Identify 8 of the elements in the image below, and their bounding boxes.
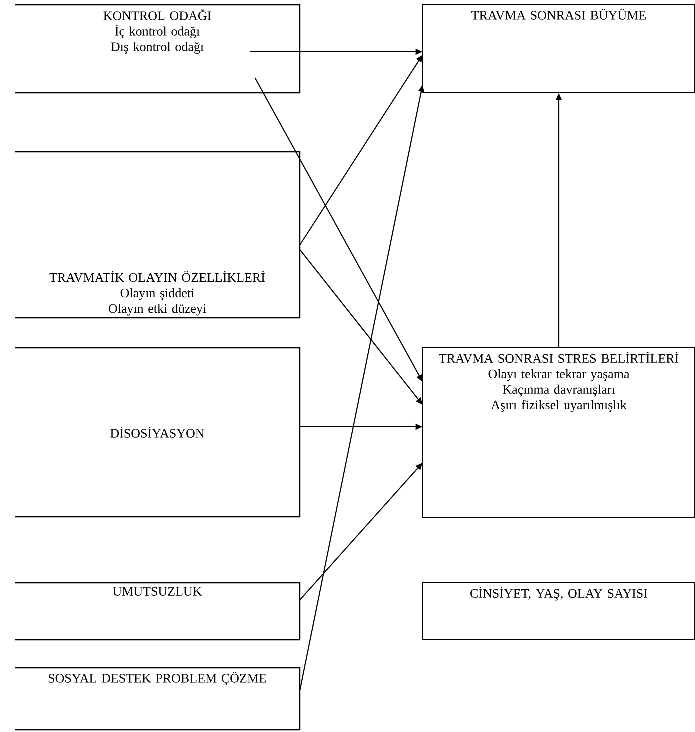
concept-box: KONTROL ODAĞI İç kontrol odağı Dış kontrol odağı xyxy=(15,4,301,94)
concept-box: SOSYAL DESTEK PROBLEM ÇÖZME xyxy=(15,667,301,731)
concept-box: UMUTSUZLUK xyxy=(15,582,301,641)
concept-box: TRAVMA SONRASI STRES BELİRTİLERİ Olayı tekrar tekrar yaşama Kaçınma davranışları Aşırı fiziksel uyarılmışlık xyxy=(422,348,695,518)
concept-box: TRAVMA SONRASI BÜYÜME xyxy=(422,4,695,94)
concept-box: TRAVMATİK OLAYIN ÖZELLİKLERİ Olayın şiddeti Olayın etki düzeyi xyxy=(15,151,301,319)
concept-box: CİNSİYET, YAŞ, OLAY SAYISI xyxy=(422,582,695,640)
concept-box: DİSOSİYASYON xyxy=(15,347,301,518)
